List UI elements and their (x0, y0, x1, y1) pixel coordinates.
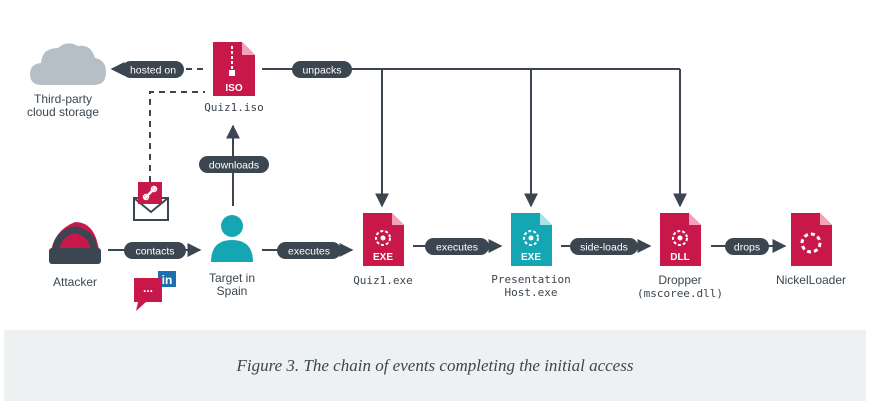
pill-drops: drops (734, 242, 760, 254)
edge-hosted-on: hosted on (110, 61, 203, 78)
figure-caption: Figure 3. The chain of events completing… (236, 355, 634, 375)
target-label-2: Spain (217, 284, 248, 298)
pill-hosted-on: hosted on (130, 65, 176, 77)
dropper-label-2: (mscoree.dll) (637, 287, 723, 300)
edge-contacts: contacts (108, 242, 202, 259)
target-label-1: Target in (209, 271, 255, 285)
edge-email-link (149, 91, 205, 182)
dropper-label-1: Dropper (658, 273, 701, 287)
linkedin-glyph: in (162, 273, 173, 287)
pill-executes-2: executes (436, 242, 478, 254)
linkedin-chat-icon: in ... (134, 271, 176, 311)
edge-unpacks: unpacks (262, 61, 687, 208)
caption-bar: Figure 3. The chain of events completing… (4, 330, 866, 401)
dropper-dll-tag: DLL (670, 252, 689, 263)
pill-contacts: contacts (135, 246, 174, 258)
hooded-attacker-icon (49, 222, 101, 264)
target-user-icon (211, 215, 253, 262)
quiz-exe-tag: EXE (373, 252, 393, 263)
email-icon (133, 182, 169, 221)
presentation-exe-tag: EXE (521, 252, 541, 263)
pill-side-loads: side-loads (580, 242, 628, 254)
quiz-exe-label: Quiz1.exe (353, 274, 413, 287)
pill-unpacks: unpacks (302, 65, 341, 77)
nickelloader-label: NickelLoader (776, 273, 846, 287)
quiz-exe-file-icon: EXE (363, 213, 404, 266)
presentation-label-2: Host.exe (505, 286, 558, 299)
edge-drops: drops (711, 238, 787, 255)
iso-file-icon: ISO (213, 42, 255, 96)
nickelloader-file-icon (791, 213, 832, 266)
edge-executes-2: executes (413, 238, 503, 255)
presentation-label-1: Presentation (491, 273, 570, 286)
attacker-label: Attacker (53, 275, 97, 289)
iso-label: Quiz1.iso (204, 101, 264, 114)
dropper-dll-file-icon: DLL (660, 213, 701, 266)
edge-executes-1: executes (262, 242, 354, 259)
presentation-exe-file-icon: EXE (511, 213, 552, 266)
chat-dots: ... (143, 281, 153, 295)
pill-executes-1: executes (288, 246, 330, 258)
cloud-icon (30, 43, 106, 85)
pill-downloads: downloads (209, 160, 259, 172)
attack-chain-diagram: hosted on unpacks downloads contacts exe… (27, 42, 846, 311)
iso-tag: ISO (225, 83, 242, 94)
cloud-label-1: Third-party (34, 92, 92, 106)
edge-side-loads: side-loads (561, 238, 652, 255)
cloud-label-2: cloud storage (27, 105, 99, 119)
edge-downloads: downloads (199, 124, 269, 206)
